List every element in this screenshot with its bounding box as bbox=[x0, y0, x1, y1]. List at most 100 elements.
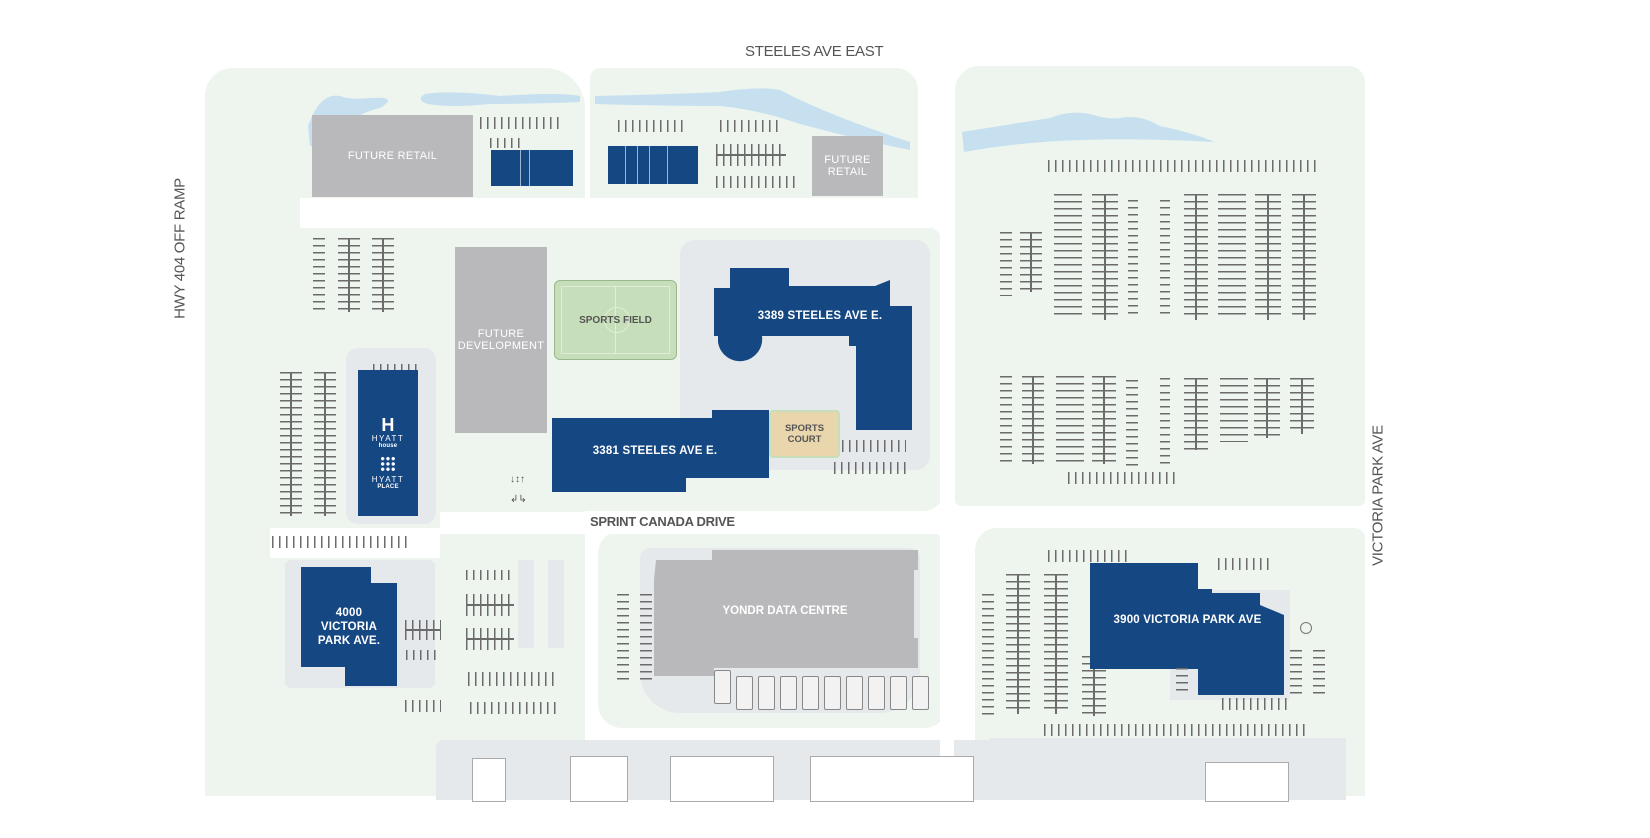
building-3900-victoria-park[interactable]: 3900 VICTORIA PARK AVE bbox=[1095, 605, 1280, 635]
building-3900-shape bbox=[1090, 563, 1284, 695]
generator-icon bbox=[758, 676, 775, 710]
sports-court-label-1: SPORTS bbox=[784, 423, 825, 434]
sports-court-label-2: COURT bbox=[787, 434, 822, 445]
parking-row bbox=[1292, 194, 1316, 320]
building-4000-shape bbox=[301, 567, 397, 686]
future-retail-west[interactable]: FUTURE RETAIL bbox=[312, 115, 473, 197]
street-steeles-ave-east: STEELES AVE EAST bbox=[745, 43, 884, 60]
parking-row bbox=[720, 120, 780, 132]
parking-row bbox=[480, 117, 564, 129]
future-retail-east[interactable]: FUTURE RETAIL bbox=[812, 136, 883, 196]
parking-row bbox=[1092, 194, 1118, 320]
street-sprint-canada-drive: SPRINT CANADA DRIVE bbox=[590, 514, 735, 529]
generator-icon bbox=[824, 676, 841, 710]
future-development-label-2: DEVELOPMENT bbox=[457, 340, 545, 352]
parking-row bbox=[1056, 376, 1084, 464]
parking-row bbox=[1255, 194, 1281, 320]
hyatt-house-logo-icon: H bbox=[381, 414, 395, 435]
hyatt-house-brand: HYATT bbox=[371, 433, 405, 443]
neighbour-building bbox=[570, 756, 628, 802]
parking-row bbox=[1006, 574, 1030, 714]
street-hwy-404-off-ramp: HWY 404 OFF RAMP bbox=[171, 178, 189, 319]
parking-row bbox=[280, 372, 302, 516]
neighbour-building bbox=[810, 756, 974, 802]
yondr-building-shape bbox=[654, 550, 918, 676]
sprint-canada-drive-road bbox=[440, 512, 980, 534]
building-3381-shape bbox=[552, 410, 769, 492]
ev-stall-column bbox=[548, 560, 564, 648]
generator-icon bbox=[780, 676, 797, 710]
parking-row bbox=[1160, 378, 1170, 464]
building-3381-label: 3381 STEELES AVE E. bbox=[592, 445, 718, 457]
building-3900-label: 3900 VICTORIA PARK AVE bbox=[1113, 614, 1262, 626]
future-development[interactable]: FUTURE DEVELOPMENT bbox=[455, 247, 547, 433]
parking-row bbox=[982, 594, 994, 718]
yondr-data-centre[interactable]: YONDR DATA CENTRE bbox=[680, 596, 890, 626]
arrows-row-1: ↓↕↑ bbox=[510, 474, 525, 485]
generator-icon bbox=[868, 676, 885, 710]
traffic-direction-arrows: ↓↕↑ ↲↳ bbox=[510, 470, 527, 510]
parking-row bbox=[1020, 232, 1042, 292]
future-retail-west-label: FUTURE RETAIL bbox=[347, 150, 438, 162]
parking-row bbox=[640, 594, 652, 684]
building-4000-label-2: VICTORIA bbox=[320, 621, 378, 633]
hyatt-place-logo-icon bbox=[380, 455, 396, 472]
parking-row bbox=[1126, 380, 1138, 470]
parking-row bbox=[314, 372, 336, 516]
hyatt-house-sub: house bbox=[378, 442, 398, 449]
parking-row bbox=[1218, 558, 1270, 570]
parking-row bbox=[1000, 376, 1012, 466]
parking-row bbox=[618, 120, 688, 132]
east-drive-aisle bbox=[940, 68, 954, 798]
neighbour-building bbox=[1205, 762, 1289, 802]
generator-icon bbox=[714, 670, 731, 704]
parking-row bbox=[338, 238, 360, 312]
parking-row bbox=[716, 176, 800, 188]
building-4000-label-3: PARK AVE. bbox=[317, 635, 381, 647]
building-4000-label-1: 4000 bbox=[335, 607, 363, 619]
sports-field[interactable]: SPORTS FIELD bbox=[554, 280, 677, 360]
parking-row bbox=[1290, 650, 1302, 694]
parking-row bbox=[490, 138, 522, 148]
generator-icon bbox=[736, 676, 753, 710]
parking-row bbox=[1128, 200, 1138, 318]
retail-building-north-2[interactable] bbox=[608, 146, 698, 184]
parking-row bbox=[1000, 232, 1012, 296]
future-development-label-1: FUTURE bbox=[477, 328, 525, 340]
parking-row bbox=[1092, 376, 1116, 464]
parking-row bbox=[1220, 378, 1248, 442]
parking-row bbox=[1222, 698, 1288, 710]
parking-row bbox=[468, 672, 558, 686]
parking-row bbox=[272, 536, 408, 548]
retail-building-north-1[interactable] bbox=[491, 150, 573, 186]
generator-yard bbox=[714, 670, 934, 710]
pond-east bbox=[962, 112, 1215, 152]
generator-icon bbox=[890, 676, 907, 710]
generator-icon bbox=[912, 676, 929, 710]
parking-row bbox=[617, 594, 629, 684]
parking-row bbox=[373, 364, 419, 374]
parking-row bbox=[1044, 574, 1068, 714]
parking-row bbox=[1176, 668, 1188, 696]
ev-stall-column bbox=[518, 560, 534, 648]
building-3389-steeles[interactable]: 3389 STEELES AVE E. bbox=[740, 300, 900, 332]
generator-icon bbox=[846, 676, 863, 710]
parking-row bbox=[466, 628, 514, 650]
street-victoria-park-ave: VICTORIA PARK AVE bbox=[1369, 425, 1387, 566]
building-3389-label: 3389 STEELES AVE E. bbox=[757, 310, 883, 322]
yondr-label: YONDR DATA CENTRE bbox=[722, 605, 848, 617]
building-4000-victoria-park[interactable]: 4000 VICTORIA PARK AVE. bbox=[301, 598, 397, 656]
parking-row bbox=[1048, 550, 1132, 562]
hyatt-hotel-building[interactable]: H HYATT house HYATT PLACE bbox=[358, 370, 418, 516]
building-3381-steeles[interactable]: 3381 STEELES AVE E. bbox=[560, 436, 750, 466]
parking-row bbox=[1048, 160, 1320, 172]
arrows-row-2: ↲↳ bbox=[510, 494, 527, 505]
neighbour-building bbox=[670, 756, 774, 802]
generator-icon bbox=[802, 676, 819, 710]
parking-row bbox=[716, 144, 786, 166]
parking-row bbox=[1313, 650, 1325, 694]
parking-row bbox=[1184, 194, 1208, 320]
parking-row bbox=[1254, 378, 1280, 438]
sports-court[interactable]: SPORTS COURT bbox=[769, 410, 840, 458]
hyatt-place-brand: HYATT bbox=[371, 474, 405, 484]
